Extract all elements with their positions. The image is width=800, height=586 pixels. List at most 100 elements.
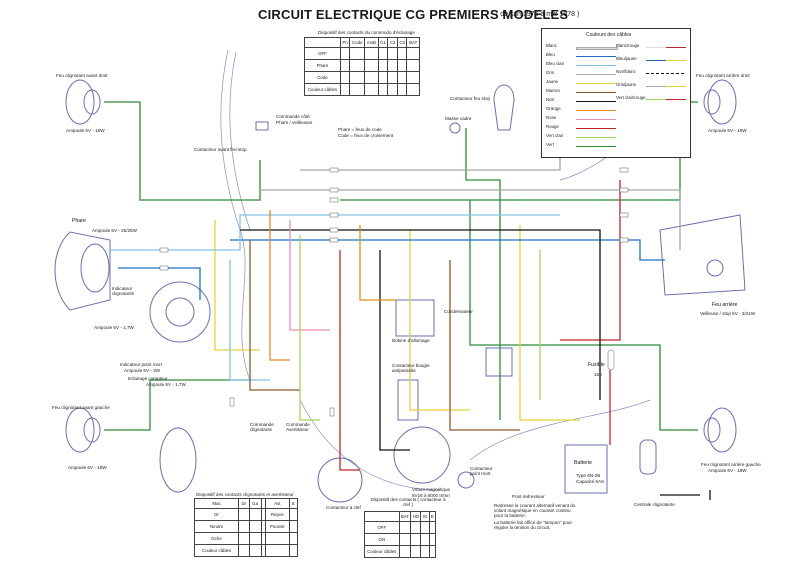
label-rear-left-bulb: Ampoule 6V - 18W: [708, 468, 747, 473]
wire-green-4: [469, 200, 698, 431]
label-rectifier-note: Redresse le courant alternatif venant du…: [494, 503, 576, 518]
label-horn-switch: Commande Avertisseur: [286, 422, 310, 433]
legend-item: Noir: [546, 97, 618, 105]
col-header: E: [288, 498, 299, 509]
col-header: C3: [396, 37, 408, 48]
label-speedo-light: Eclairage compteur: [128, 376, 168, 381]
legend-item: Bleu clair: [546, 61, 618, 69]
label-fuse: Fusible: [588, 362, 605, 368]
label-speedo-bulb: Ampoule 6V - 1,7W: [146, 382, 186, 387]
legend-item: Jaune: [546, 79, 618, 87]
legend-item: Bleu: [546, 52, 618, 60]
label-headlight-bulb: Ampoule 6V - 25/25W: [92, 228, 137, 233]
label-indicator-bulb: Ampoule 6V - 1,7W: [94, 325, 134, 330]
col-header: C1: [377, 37, 389, 48]
label-front-right-indicator: Feu clignotant avant droit: [56, 73, 108, 78]
wire-yellow-1: [409, 230, 470, 411]
bottom-left-table-title: Dispositif des contacts clignotants et a…: [196, 492, 294, 497]
col-header: Mac: [193, 498, 240, 509]
legend-item: Orange: [546, 106, 618, 114]
lamp-outlines: [54, 79, 746, 503]
row-label: OFF: [364, 521, 400, 534]
row-label: ON: [364, 533, 400, 546]
col-header: Pn: [339, 37, 351, 48]
legend-item: Vert: [546, 142, 618, 150]
wire-blue-1: [230, 239, 665, 261]
col-header: BAT: [406, 37, 420, 48]
legend-item: Gris: [546, 70, 618, 78]
row-label: Repos: [264, 508, 290, 521]
col-header: Ga: [248, 498, 262, 509]
wire-green-2: [104, 379, 250, 431]
label-spark-plug: Contacteur bougie antiparasite: [392, 363, 430, 374]
key-switch-table: BAT HD IG E OFF ON Couleur câbles: [364, 511, 437, 558]
cable-color-legend: Couleurs des câbles Blanc Bleu Bleu clai…: [541, 28, 691, 158]
label-key-switch: Contacteur à clef: [326, 505, 361, 510]
wire-grey-2: [260, 189, 681, 250]
bottom-mid-table-title: Dispositif des contacts ( contacteur à c…: [370, 497, 446, 508]
legend-item: Noir/blanc: [616, 69, 688, 77]
label-phare-meaning: Phare = feux de code: [338, 127, 382, 132]
label-tail-light: Feu arrière: [712, 302, 738, 308]
legend-item: Rouge: [546, 124, 618, 132]
row-label: Code: [304, 71, 341, 84]
wire-black-2: [379, 250, 410, 451]
col-header: BAT: [398, 511, 412, 522]
label-front-right-bulb: Ampoule 6V - 18W: [66, 128, 105, 133]
label-front-brake-switch: Contacteur avant frei stop: [194, 147, 247, 152]
wire-orange-2: [359, 225, 396, 301]
wire-green-1: [104, 101, 261, 201]
label-battery: Batterie: [574, 460, 592, 466]
label-rear-right-bulb: Ampoule 6V - 18W: [708, 128, 747, 133]
row-label: Couleur câbles: [364, 545, 400, 558]
row-label: Gche: [193, 532, 240, 545]
wire-orange-1: [269, 210, 290, 361]
legend-item: Vert clair/rouge: [616, 95, 688, 103]
legend-item: Blanc: [546, 43, 618, 51]
wire-brown-2: [449, 260, 520, 431]
label-indicator-switch: Commande clignotants: [250, 422, 274, 433]
label-frame-ground: Masse cadre: [445, 116, 472, 121]
label-flasher-unit: Centrale clignotante: [634, 502, 675, 507]
row-label: OFF: [304, 47, 341, 60]
row-label: Couleur câbles: [193, 544, 240, 557]
col-header: Code: [349, 37, 366, 48]
wire-brown-1: [249, 240, 300, 391]
col-header: Dr: [238, 498, 250, 509]
legend-item: Bleu/jaune: [616, 56, 688, 64]
row-label: Dr: [193, 508, 240, 521]
wire-black-1: [240, 229, 601, 400]
row-label: Phare: [304, 59, 341, 72]
label-condenser: Condensateur: [444, 309, 473, 314]
label-headlight: Phare: [72, 218, 86, 224]
wire-lightblue-2: [229, 260, 270, 381]
legend-item: Gris/jaune: [616, 82, 688, 90]
wire-lightblue-1: [110, 214, 560, 251]
label-fuse-rating: 15A: [594, 372, 603, 377]
label-battery-note: La batterie fait office de "tampon" pour…: [494, 520, 573, 530]
label-rear-left-indicator: Feu clignotant arrière gauche: [701, 462, 761, 467]
col-header: E: [428, 511, 437, 522]
label-rectifier: Pont redresseur: [512, 494, 545, 499]
label-indicator-lamp: Indicateur clignotants: [112, 286, 134, 297]
row-label: Poussé: [264, 520, 290, 533]
legend-item: Marron: [546, 88, 618, 96]
label-rear-right-indicator: Feu clignotant arrière droit: [696, 73, 750, 78]
col-header: C2: [387, 37, 398, 48]
legend-item: Rose: [546, 115, 618, 123]
legend-item: Vert clair: [546, 133, 618, 141]
label-battery-capacity: Capacité 6AS: [576, 479, 605, 484]
wire-yellow-2: [519, 225, 580, 421]
lighting-switch-table: Pn Code moB C1 C2 C3 BAT OFF Phare Code …: [304, 37, 420, 96]
col-header: IG: [420, 511, 430, 522]
page-subtitle: ( de juin 1976 à mai 1978 ): [496, 11, 580, 18]
label-neutral-bulb: Ampoule 6V - 3W: [124, 368, 160, 373]
label-code-meaning: Code = feux de croisement: [338, 133, 394, 138]
label-tail-bulb: Veilleuse / stop 6V - 3/21W: [700, 311, 756, 316]
wire-blue-2: [118, 267, 201, 300]
legend-item: Blanc/rouge: [616, 43, 688, 51]
col-header: Ast: [264, 498, 290, 509]
page-title: CIRCUIT ELECTRIQUE CG PREMIERS MODELES: [258, 7, 569, 22]
wire-harness: [104, 101, 711, 500]
